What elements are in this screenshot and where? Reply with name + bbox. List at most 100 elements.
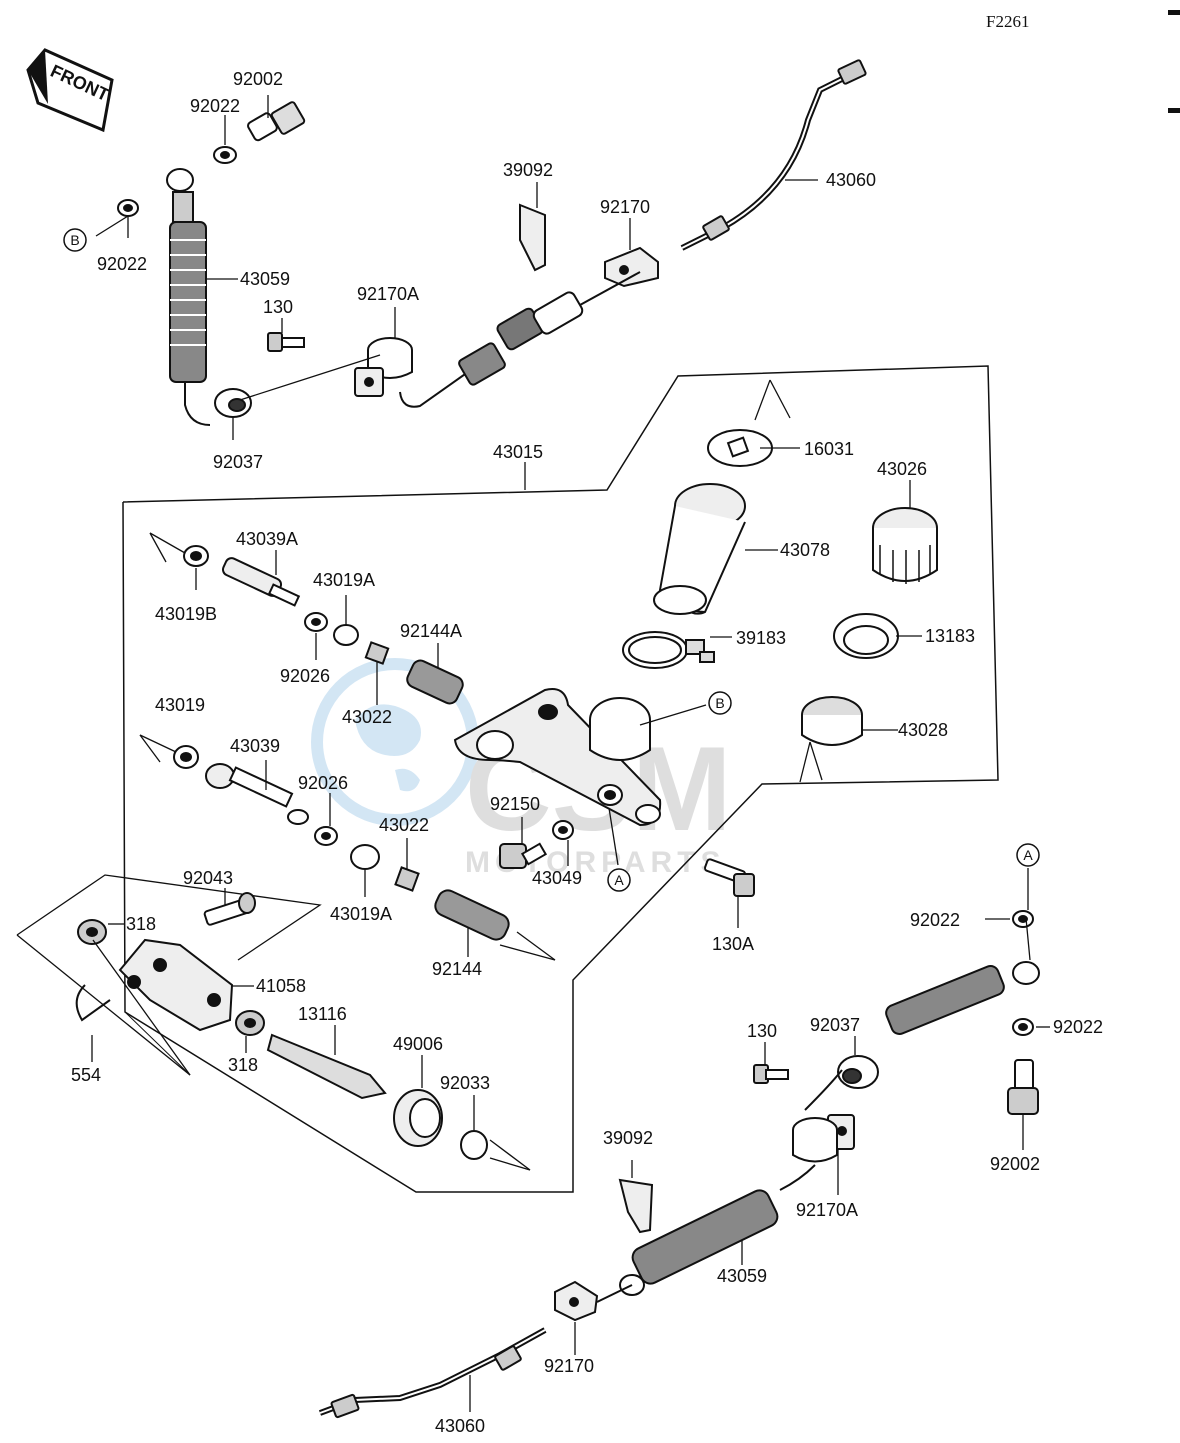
- bolt-130-top: [267, 332, 305, 352]
- spring-92144A: [406, 659, 464, 705]
- lower-hose-assembly: [318, 910, 1040, 1419]
- nut-318-upper: [77, 919, 107, 945]
- label-92026-upper: 92026: [280, 666, 330, 686]
- banjo-fitting-top: [166, 168, 194, 192]
- svg-text:A: A: [614, 872, 624, 888]
- leader-lines-middle: [91, 379, 922, 1171]
- label-318-lower: 318: [228, 1055, 258, 1075]
- nut-318-lower: [235, 1010, 265, 1036]
- band-clamp-39183: [622, 631, 715, 669]
- label-92026-lower: 92026: [298, 773, 348, 793]
- label-43015: 43015: [493, 442, 543, 462]
- callout-A-cylinder: A: [607, 868, 631, 892]
- label-92037-top: 92037: [213, 452, 263, 472]
- label-41058: 41058: [256, 976, 306, 996]
- cotter-pin-554: [75, 984, 111, 1022]
- svg-text:B: B: [70, 232, 79, 248]
- registration-mark-mid: [1168, 108, 1180, 113]
- label-92002-top: 92002: [233, 69, 283, 89]
- registration-mark-top: [1168, 10, 1180, 15]
- upper-hose-assembly: [117, 59, 867, 426]
- reservoir-boot-43078: [653, 483, 746, 615]
- banjo-bolt-92002-top: [247, 101, 306, 142]
- reservoir-parts: [622, 429, 938, 746]
- bolt-92150: [499, 842, 548, 869]
- circlip-92033: [460, 1130, 488, 1160]
- hose-43059-bottom-upper: [885, 965, 1005, 1035]
- retainer-ring-13183: [833, 613, 899, 659]
- svg-text:A: A: [1023, 847, 1033, 863]
- master-cylinder-kit-boundary: [122, 365, 999, 1193]
- bracket-92170-bottom: [554, 1280, 599, 1322]
- label-130-bottom: 130: [747, 1021, 777, 1041]
- label-43019A-upper: 43019A: [313, 570, 375, 590]
- spring-92144: [434, 889, 510, 941]
- part-labels: 92002 92022 92022 43059 130 92170A 92037…: [71, 69, 1103, 1436]
- label-92150: 92150: [490, 794, 540, 814]
- bolt-130-bottom: [753, 1064, 789, 1084]
- clamp-92170A-top: [354, 337, 413, 397]
- grommet-92037-bottom: [837, 1055, 879, 1089]
- leader-lines-top: [95, 95, 818, 440]
- leader-lines-bottom: [469, 868, 1050, 1412]
- callout-B-top: B: [63, 228, 87, 252]
- label-92170-top: 92170: [600, 197, 650, 217]
- clip-39092-bottom: [618, 1178, 654, 1234]
- front-arrow-head: [28, 50, 48, 104]
- label-92002-bottom: 92002: [990, 1154, 1040, 1174]
- label-39183: 39183: [736, 628, 786, 648]
- label-43060-top: 43060: [826, 170, 876, 190]
- banjo-bolt-92002-bottom: [1007, 1059, 1039, 1115]
- label-92170-bottom: 92170: [544, 1356, 594, 1376]
- watermark-globe-continents: [355, 704, 421, 792]
- reference-code: F2261: [986, 12, 1029, 31]
- svg-text:B: B: [715, 695, 724, 711]
- assembly-line-lower: [92, 939, 191, 1076]
- label-43028: 43028: [898, 720, 948, 740]
- boundary-bottom-left: [124, 1011, 191, 1076]
- cup-43019A-lower: [350, 844, 380, 870]
- bracket-92170-top: [604, 246, 659, 288]
- push-rod-43039: [205, 763, 309, 825]
- nut-43022-lower: [394, 866, 420, 892]
- label-92022-top: 92022: [190, 96, 240, 116]
- label-92144: 92144: [432, 959, 482, 979]
- label-43039A: 43039A: [236, 529, 298, 549]
- nut-43022-upper: [364, 641, 390, 665]
- label-16031: 16031: [804, 439, 854, 459]
- label-43039: 43039: [230, 736, 280, 756]
- label-43019B: 43019B: [155, 604, 217, 624]
- label-318-upper: 318: [126, 914, 156, 934]
- brake-pipe-43060-top: [680, 67, 862, 251]
- label-130A: 130A: [712, 934, 754, 954]
- callout-B-cylinder: B: [708, 691, 732, 715]
- label-92037-bottom: 92037: [810, 1015, 860, 1035]
- pivot-parts: [75, 892, 488, 1160]
- label-92170A-bottom: 92170A: [796, 1200, 858, 1220]
- label-92022-right-lower: 92022: [1053, 1017, 1103, 1037]
- hose-43059-bottom: [631, 1189, 779, 1285]
- label-92043: 92043: [183, 868, 233, 888]
- front-arrow: FRONT: [26, 48, 114, 133]
- pivot-bracket-boundary: [16, 874, 322, 961]
- label-49006: 49006: [393, 1034, 443, 1054]
- callout-A-right: A: [1016, 843, 1040, 867]
- clip-39092-top: [519, 203, 546, 272]
- push-rod-13116: [266, 1033, 387, 1100]
- label-92144A: 92144A: [400, 621, 462, 641]
- label-43078: 43078: [780, 540, 830, 560]
- clamp-92170A-bottom: [792, 1114, 855, 1163]
- label-43022-lower: 43022: [379, 815, 429, 835]
- label-43019: 43019: [155, 695, 205, 715]
- reservoir-body-43028: [801, 696, 863, 746]
- banjo-fitting-bottom: [1012, 961, 1040, 985]
- label-43049: 43049: [532, 868, 582, 888]
- cup-43019A-upper: [333, 624, 359, 646]
- pin-92043: [203, 892, 256, 926]
- push-rod-43039A: [221, 557, 301, 607]
- label-92033: 92033: [440, 1073, 490, 1093]
- label-43026: 43026: [877, 459, 927, 479]
- label-13116: 13116: [298, 1004, 347, 1024]
